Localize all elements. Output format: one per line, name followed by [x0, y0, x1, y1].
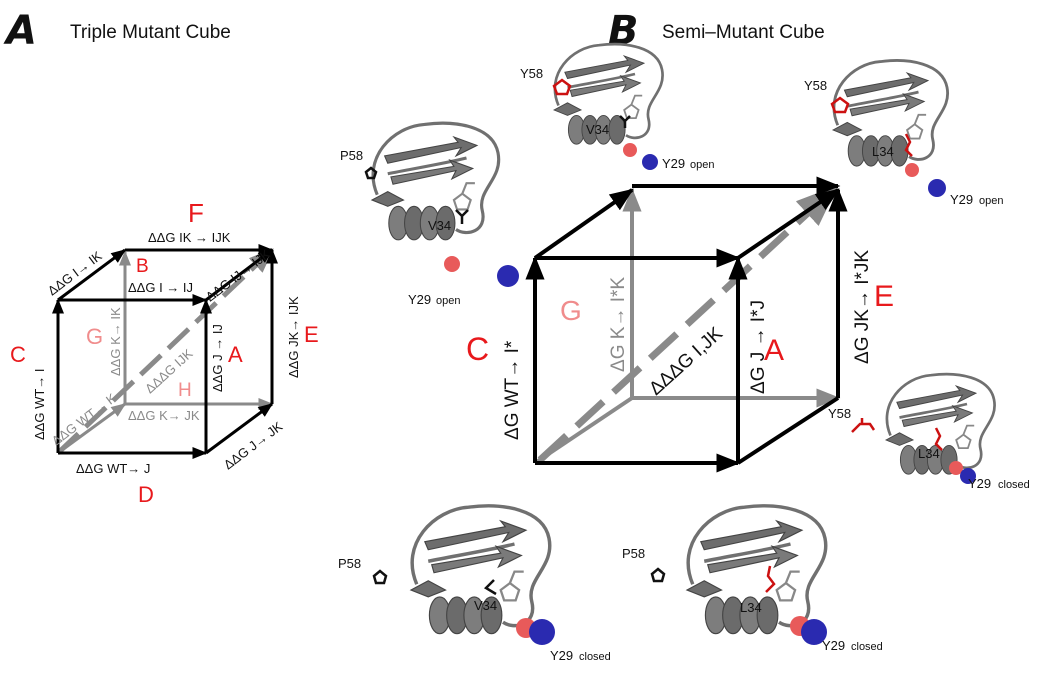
b-edge-diag [537, 185, 839, 463]
b-edge-top-right [736, 188, 840, 260]
sphere-blue-icon [497, 265, 519, 287]
res3-label: Y29 [550, 648, 573, 663]
a-label-vert-front-right: ΔΔG J → IJ [210, 324, 225, 392]
mutation-site-icon [619, 115, 631, 128]
a-edge-top-right [205, 248, 274, 302]
res2-label: V34 [586, 122, 609, 137]
a-label-vert-front-left: ΔΔG WT→ I [32, 368, 47, 440]
res2-label: V34 [474, 598, 497, 613]
mutation-site-icon [552, 78, 572, 96]
a-face-d: D [138, 482, 154, 507]
b-label-back-left: ΔG K→ I*K [608, 277, 629, 372]
a-label-bottom-back: ΔΔG K→ JK [128, 408, 200, 423]
structure-k-open: Y58 V34 Y29 open [520, 42, 714, 171]
sphere-blue-icon [642, 154, 658, 170]
a-edge-diag [56, 248, 274, 455]
res3-label: Y29 [968, 476, 991, 491]
state-label: open [690, 159, 714, 171]
res3-label: Y29 [822, 638, 845, 653]
b-edge-bottom-right [736, 396, 840, 465]
a-face-a: A [228, 342, 243, 367]
structure-j-closed: P58 V34 Y29 closed [338, 504, 611, 663]
b-label-left: ΔG WT→ I* [502, 340, 523, 440]
panel-a-letter: A [3, 8, 37, 54]
a-face-g: G [86, 324, 103, 349]
mutation-site-icon [851, 418, 876, 433]
res3-label: Y29 [950, 192, 973, 207]
a-label-top-right: ΔΔG IJ→ IJK [203, 246, 273, 304]
b-face-a: A [764, 334, 784, 367]
panel-a-title: Triple Mutant Cube [70, 22, 231, 43]
state-label: closed [579, 651, 611, 663]
res1-label: P58 [340, 148, 363, 163]
sphere-blue-icon [529, 619, 555, 645]
res1-label: Y58 [520, 66, 543, 81]
b-label-diag: ΔΔΔG I,JK [645, 323, 727, 400]
sphere-blue-icon [928, 179, 946, 197]
b-label-front-right: ΔG J → I*J [748, 300, 769, 394]
structure-wt-open: P58 V34 Y29 open [340, 121, 519, 307]
res1-label: Y58 [828, 406, 851, 421]
mutation-site-icon [904, 133, 913, 157]
res2-label: L34 [740, 600, 762, 615]
b-face-e: E [874, 280, 894, 313]
a-label-top-back: ΔΔG IK → IJK [148, 230, 231, 245]
mutation-site-icon [934, 427, 943, 451]
mutation-site-icon [483, 579, 497, 596]
b-face-c: C [466, 331, 489, 367]
sphere-blue-icon [960, 468, 976, 484]
sphere-red-icon [905, 163, 919, 177]
mutation-site-icon [765, 565, 776, 593]
panel-b-title: Semi–Mutant Cube [662, 22, 825, 43]
b-edge-top-left [533, 188, 634, 260]
state-label: closed [998, 479, 1030, 491]
res3-label: Y29 [408, 292, 431, 307]
res1-label: Y58 [804, 78, 827, 93]
res2-label: V34 [428, 218, 451, 233]
res2-label: L34 [918, 446, 940, 461]
sphere-blue-icon [801, 619, 827, 645]
mutation-site-icon [650, 567, 666, 583]
a-label-bottom-front: ΔΔG WT→ J [76, 461, 150, 476]
mutation-site-icon [364, 166, 378, 180]
sphere-red-icon [623, 143, 637, 157]
b-face-g: G [560, 295, 582, 326]
a-label-bottom-right: ΔΔG J→ JK [221, 418, 286, 472]
b-label-right: ΔG JK→ I*JK [852, 250, 873, 364]
mutation-site-icon [455, 209, 469, 224]
panel-a: A Triple Mutant Cube ΔΔG IK → IJK ΔΔG I … [3, 8, 319, 507]
panel-b: B Semi–Mutant Cube ΔG WT→ I* ΔG K→ I*K Δ… [338, 8, 1030, 663]
a-label-vert-back-right: ΔΔG JK→ IJK [286, 296, 301, 378]
state-label: closed [851, 641, 883, 653]
a-face-f: F [188, 198, 204, 228]
a-face-h: H [178, 380, 192, 401]
a-label-vert-back-left: ΔΔG K→ IK [108, 307, 123, 376]
structure-ijk-open: Y58 L34 Y29 open [804, 59, 1003, 207]
mutation-site-icon [830, 96, 850, 114]
a-edge-top-left [57, 248, 127, 302]
mutation-site-icon [372, 569, 388, 585]
structure-jk-closed: Y58 L34 Y29 closed [828, 372, 1030, 491]
res2-label: L34 [872, 144, 894, 159]
res1-label: P58 [338, 556, 361, 571]
res3-label: Y29 [662, 156, 685, 171]
a-label-top-front: ΔΔG I → IJ [128, 280, 193, 295]
state-label: open [436, 295, 460, 307]
res1-label: P58 [622, 546, 645, 561]
sphere-red-icon [444, 256, 460, 272]
a-edge-bottom-right [205, 402, 274, 455]
a-face-b: B [136, 256, 149, 277]
sphere-red-icon [949, 461, 963, 475]
a-face-c: C [10, 342, 26, 367]
state-label: open [979, 195, 1003, 207]
structure-ij-closed: P58 L34 Y29 closed [622, 504, 883, 653]
a-face-e: E [304, 322, 319, 347]
